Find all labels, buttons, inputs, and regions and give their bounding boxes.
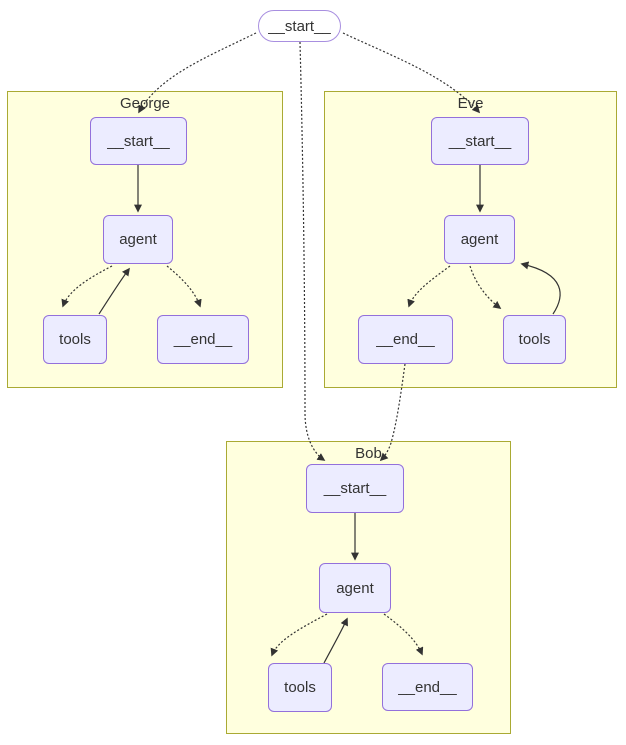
node-eve-tools: tools bbox=[503, 315, 566, 364]
node-bob-end: __end__ bbox=[382, 663, 473, 711]
node-eve-start: __start__ bbox=[431, 117, 529, 165]
node-george-end: __end__ bbox=[157, 315, 249, 364]
node-bob-tools: tools bbox=[268, 663, 332, 712]
node-george-tools: tools bbox=[43, 315, 107, 364]
node-george-start: __start__ bbox=[90, 117, 187, 165]
node-george-agent: agent bbox=[103, 215, 173, 264]
node-eve-agent: agent bbox=[444, 215, 515, 264]
node-bob-agent: agent bbox=[319, 563, 391, 613]
cluster-eve-title: Eve bbox=[457, 95, 484, 112]
node-eve-end: __end__ bbox=[358, 315, 453, 364]
node-root-start: __start__ bbox=[258, 10, 341, 42]
cluster-george-title: George bbox=[119, 95, 171, 112]
node-bob-start: __start__ bbox=[306, 464, 404, 513]
edge-root-to-bob-start bbox=[299, 41, 326, 461]
cluster-bob-title: Bob bbox=[355, 445, 382, 462]
